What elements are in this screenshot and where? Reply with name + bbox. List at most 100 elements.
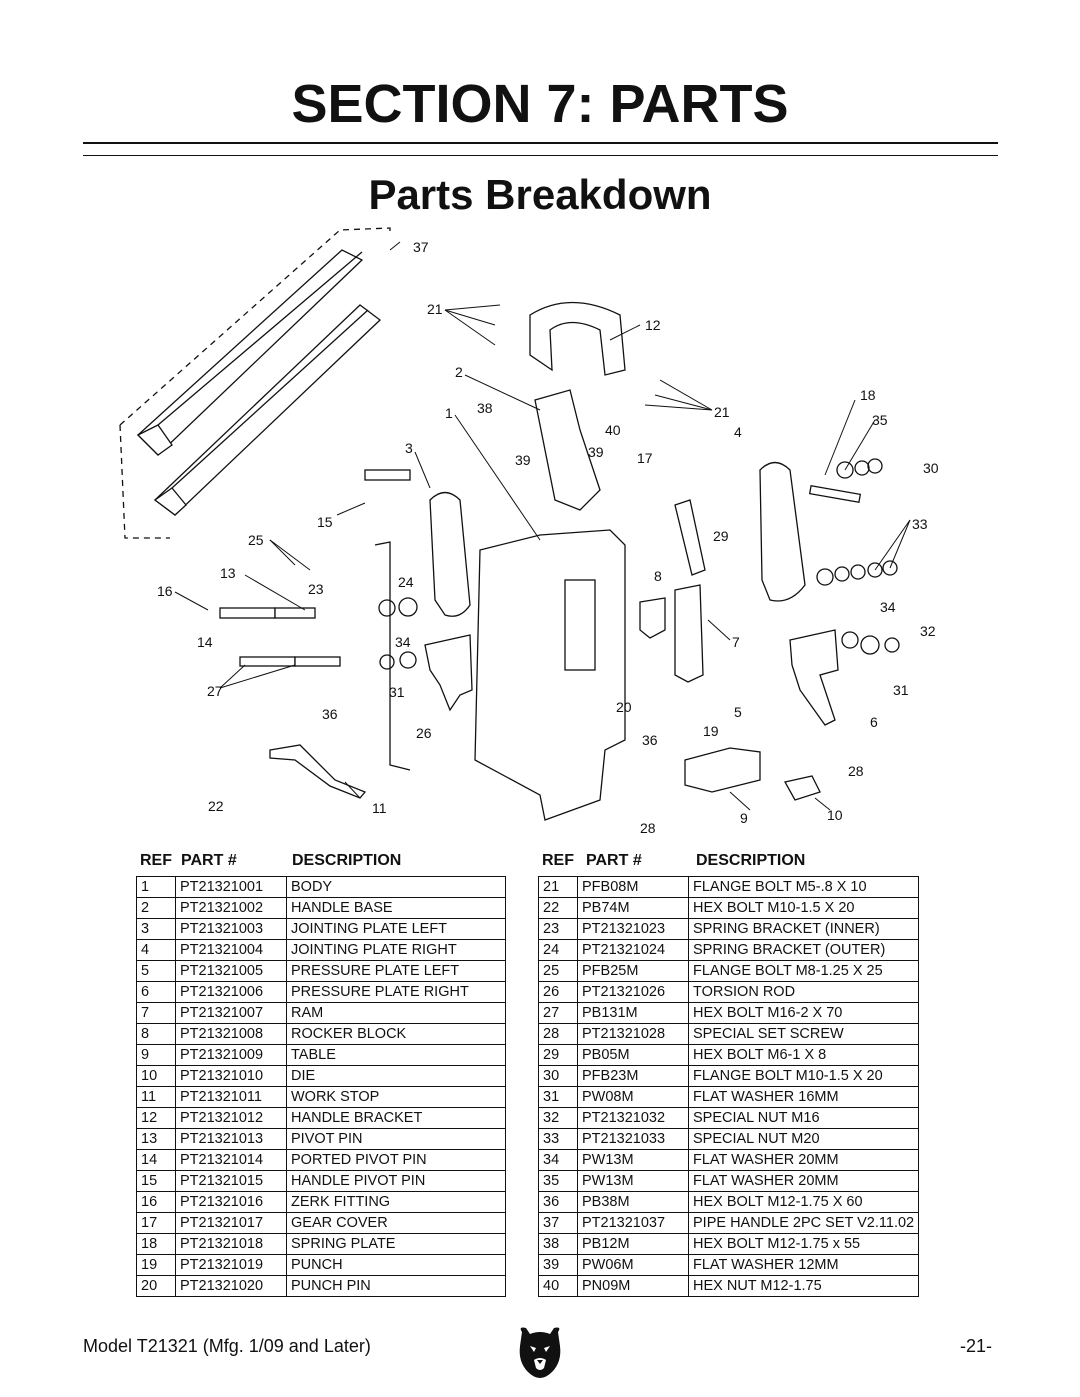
description-cell: HEX NUT M12-1.75 xyxy=(687,1275,920,1297)
description-cell: PORTED PIVOT PIN xyxy=(286,1149,506,1171)
callout: 5 xyxy=(734,704,742,720)
callout: 38 xyxy=(477,400,493,416)
description-cell: WORK STOP xyxy=(286,1086,506,1108)
ref-cell: 40 xyxy=(538,1275,578,1297)
description-cell: SPECIAL NUT M20 xyxy=(687,1128,920,1150)
ref-cell: 2 xyxy=(136,897,176,919)
part-number-cell: PT21321032 xyxy=(577,1107,689,1129)
ref-cell: 26 xyxy=(538,981,578,1003)
part-number-cell: PB74M xyxy=(577,897,689,919)
description-cell: TORSION ROD xyxy=(687,981,920,1003)
part-number-cell: PT21321018 xyxy=(175,1233,287,1255)
footer-model: Model T21321 (Mfg. 1/09 and Later) xyxy=(83,1336,371,1356)
ref-cell: 15 xyxy=(136,1170,176,1192)
callout: 30 xyxy=(923,460,939,476)
callout: 9 xyxy=(740,810,748,826)
spring-plate xyxy=(808,484,862,504)
callout: 17 xyxy=(637,450,653,466)
ref-cell: 14 xyxy=(136,1149,176,1171)
ref-cell: 39 xyxy=(538,1254,578,1276)
ref-cell: 35 xyxy=(538,1170,578,1192)
callout: 15 xyxy=(317,514,333,530)
part-number-cell: PT21321017 xyxy=(175,1212,287,1234)
description-cell: FLAT WASHER 20MM xyxy=(687,1149,920,1171)
ref-cell: 18 xyxy=(136,1233,176,1255)
ref-cell: 12 xyxy=(136,1107,176,1129)
description-cell: FLAT WASHER 16MM xyxy=(687,1086,920,1108)
callout: 22 xyxy=(208,798,224,814)
ref-cell: 4 xyxy=(136,939,176,961)
description-cell: PUNCH xyxy=(286,1254,506,1276)
part-number-cell: PFB08M xyxy=(577,876,689,898)
ref-cell: 7 xyxy=(136,1002,176,1024)
callout: 12 xyxy=(645,317,661,333)
callout: 34 xyxy=(395,634,411,650)
part-number-cell: PFB23M xyxy=(577,1065,689,1087)
part-number-cell: PT21321001 xyxy=(175,876,287,898)
callout: 31 xyxy=(389,684,405,700)
callout: 20 xyxy=(616,699,632,715)
part-number-cell: PT21321037 xyxy=(577,1212,689,1234)
callout: 14 xyxy=(197,634,213,650)
description-cell: HEX BOLT M12-1.75 x 55 xyxy=(687,1233,920,1255)
description-cell: HEX BOLT M6-1 X 8 xyxy=(687,1044,920,1066)
callout: 2 xyxy=(455,364,463,380)
callout: 7 xyxy=(732,634,740,650)
header-description: DESCRIPTION xyxy=(292,852,402,869)
description-cell: SPECIAL SET SCREW xyxy=(687,1023,920,1045)
part-number-cell: PT21321033 xyxy=(577,1128,689,1150)
callout: 35 xyxy=(872,412,888,428)
parts-diagram: 37 21 12 2 1 38 40 21 4 18 35 3 39 39 17… xyxy=(119,227,939,836)
part-number-cell: PT21321013 xyxy=(175,1128,287,1150)
callout: 3 xyxy=(405,440,413,456)
callout: 32 xyxy=(920,623,936,639)
part-number-cell: PT21321023 xyxy=(577,918,689,940)
part-number-cell: PT21321003 xyxy=(175,918,287,940)
description-cell: PRESSURE PLATE LEFT xyxy=(286,960,506,982)
description-cell: HANDLE BASE xyxy=(286,897,506,919)
header-description: DESCRIPTION xyxy=(696,852,806,869)
description-cell: HEX BOLT M16-2 X 70 xyxy=(687,1002,920,1024)
header-ref: REF xyxy=(140,852,172,869)
ram xyxy=(674,584,704,683)
ref-cell: 1 xyxy=(136,876,176,898)
part-number-cell: PB12M xyxy=(577,1233,689,1255)
handle-base xyxy=(534,389,601,511)
callout: 10 xyxy=(827,807,843,823)
callout: 13 xyxy=(220,565,236,581)
jointing-plate-left xyxy=(429,491,471,617)
ref-cell: 31 xyxy=(538,1086,578,1108)
part-number-cell: PT21321010 xyxy=(175,1065,287,1087)
callout: 36 xyxy=(322,706,338,722)
description-cell: HANDLE BRACKET xyxy=(286,1107,506,1129)
part-number-cell: PT21321005 xyxy=(175,960,287,982)
callout: 33 xyxy=(912,516,928,532)
ref-cell: 25 xyxy=(538,960,578,982)
part-number-cell: PT21321026 xyxy=(577,981,689,1003)
callout: 34 xyxy=(880,599,896,615)
jointing-plate-right xyxy=(759,461,806,602)
work-stop xyxy=(269,744,367,799)
part-number-cell: PB38M xyxy=(577,1191,689,1213)
part-number-cell: PT21321019 xyxy=(175,1254,287,1276)
part-number-cell: PT21321009 xyxy=(175,1044,287,1066)
